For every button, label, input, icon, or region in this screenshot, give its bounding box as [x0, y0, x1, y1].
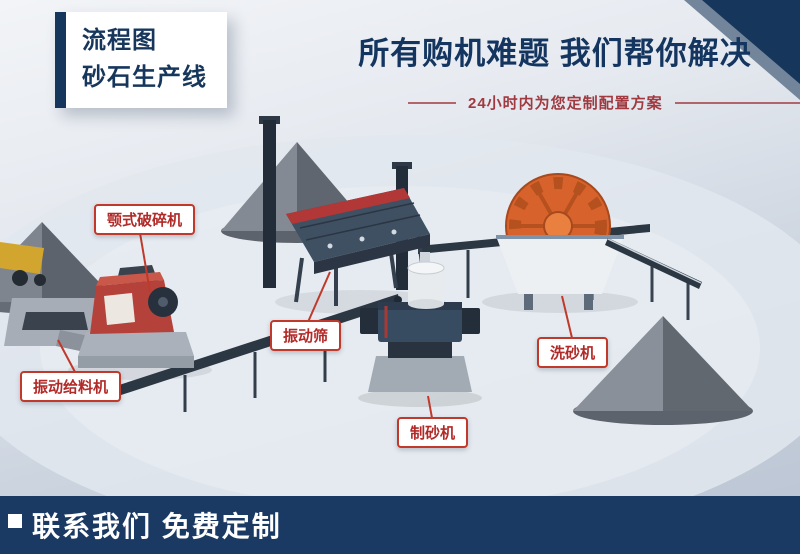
label-jaw-crusher: 颚式破碎机: [94, 204, 196, 235]
sand-washer-illustration: [496, 173, 624, 310]
jaw-crusher-illustration: [78, 265, 194, 368]
subtitle-line-left: [408, 101, 456, 104]
corner-decoration: [684, 0, 800, 100]
subtitle-row: 24小时内为您定制配置方案: [408, 92, 800, 113]
subtitle-line-right: [674, 101, 800, 104]
page-subtitle: 24小时内为您定制配置方案: [468, 95, 663, 112]
conveyor-right: [605, 238, 702, 320]
label-sand-washer: 洗砂机: [537, 337, 609, 368]
footer-banner: 联系我们 免费定制: [0, 496, 800, 554]
badge-line-2: 砂石生产线: [82, 64, 207, 92]
footer-square-bullet: [8, 514, 22, 528]
badge-line-1: 流程图: [82, 27, 157, 54]
vibrating-feeder-illustration: [0, 242, 108, 356]
sand-maker-illustration: [360, 252, 480, 392]
page-title: 所有购机难题 我们帮你解决: [358, 36, 752, 71]
leader-lines: [57, 232, 573, 419]
footer-contact-text: 联系我们 免费定制: [32, 511, 282, 542]
flow-chart-badge: 流程图 砂石生产线: [55, 12, 227, 109]
label-vibrating-feeder: 振动给料机: [20, 371, 122, 402]
gravel-pile-right: [573, 316, 753, 425]
label-sand-maker: 制砂机: [397, 417, 469, 448]
label-vibrating-screen: 振动筛: [270, 320, 342, 351]
